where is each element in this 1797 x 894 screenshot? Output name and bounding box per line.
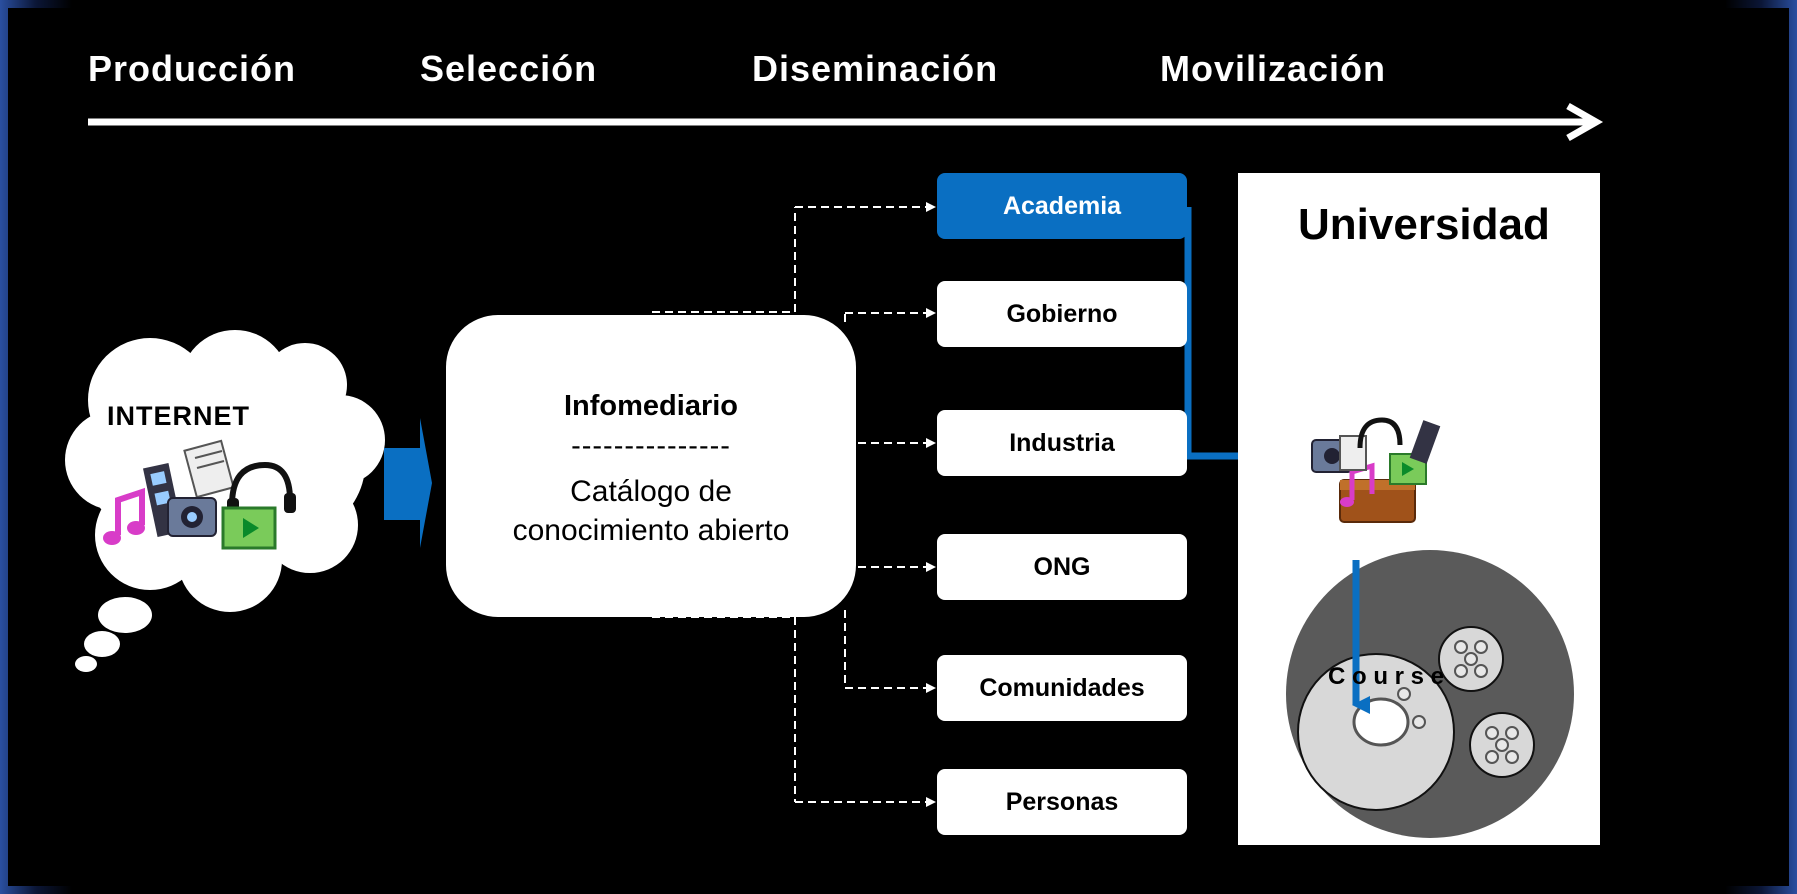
flow-arrow (384, 418, 432, 548)
internet-label: INTERNET (107, 401, 250, 431)
target-gobierno: Gobierno (937, 281, 1187, 347)
infomediary-subtitle-line2: conocimiento abierto (512, 514, 790, 547)
media-chest-icon (1311, 417, 1441, 523)
video-play-icon (221, 506, 277, 550)
stage-movilizacion: Movilización (1160, 48, 1387, 89)
stage-diseminacion: Diseminación (752, 48, 999, 89)
infomediary-subtitle: Catálogo de conocimiento abierto (446, 472, 856, 550)
infomediary-box: Infomediario --------------- Catálogo de… (446, 315, 856, 617)
document-icon (183, 439, 235, 499)
target-personas: Personas (937, 769, 1187, 835)
dashed-connectors (652, 202, 936, 807)
stage-seleccion: Selección (420, 48, 598, 89)
course-label: C o u r s e (1328, 663, 1444, 690)
target-industria: Industria (937, 410, 1187, 476)
stage-produccion: Producción (88, 48, 297, 89)
course-diagram (1286, 550, 1574, 838)
infomediary-title: Infomediario (563, 390, 738, 422)
university-title: Universidad (1298, 200, 1550, 249)
target-comunidades: Comunidades (937, 655, 1187, 721)
infomediary-divider: --------------- (571, 430, 731, 462)
process-arrow (88, 102, 1604, 142)
infomediary-subtitle-line1: Catálogo de (570, 475, 732, 508)
target-ong: ONG (937, 534, 1187, 600)
camera-icon (167, 497, 217, 537)
music-note-icon (103, 487, 145, 545)
target-academia: Academia (937, 173, 1187, 239)
